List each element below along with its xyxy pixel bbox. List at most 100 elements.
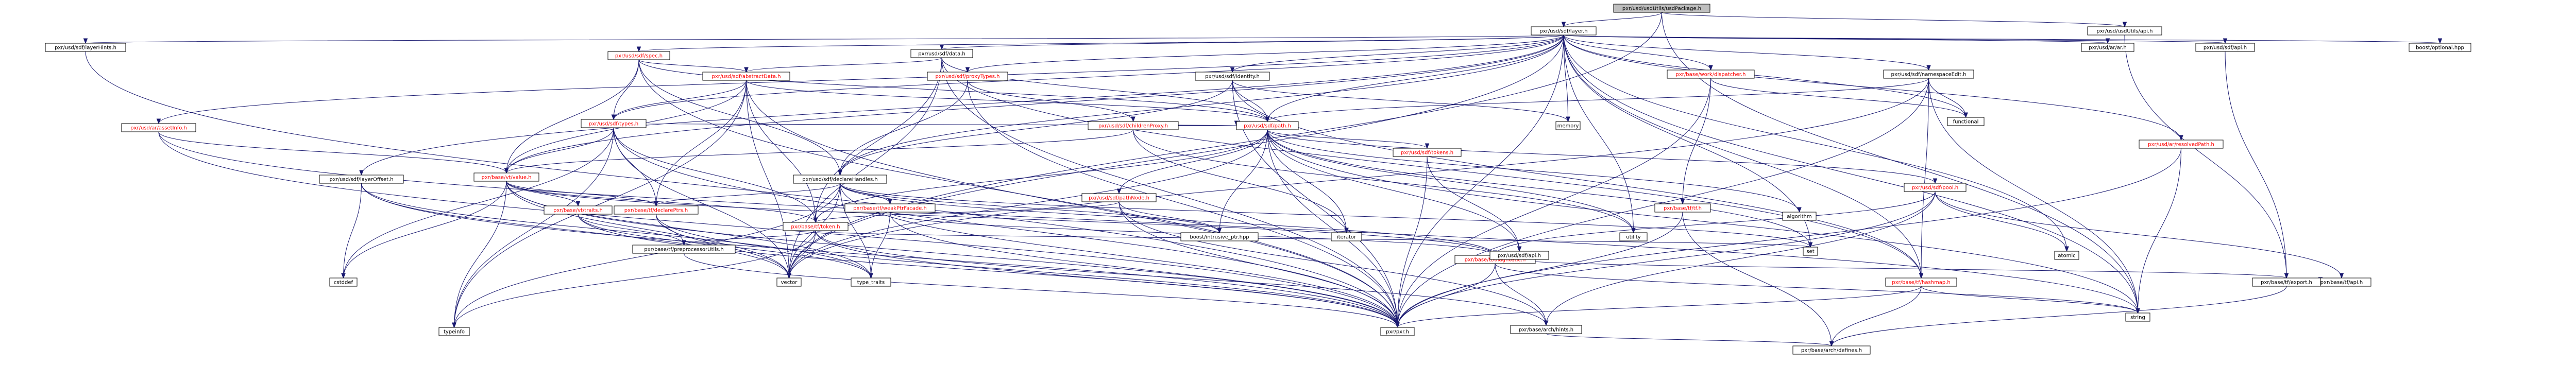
node-optional[interactable]: boost/optional.hpp [2409,43,2471,52]
node-box-tfToken [783,222,849,231]
edge-sdfPath-to-utility [1267,129,1634,233]
arrowhead-sdfPath-to-pool [1933,178,1938,184]
node-data[interactable]: pxr/usd/sdf/data.h [910,49,973,58]
node-abstractData[interactable]: pxr/usd/sdf/abstractData.h [702,72,790,81]
node-namespaceEdit[interactable]: pxr/usd/sdf/namespaceEdit.h [1883,69,1974,79]
node-pxr[interactable]: pxr/pxr.h [1380,327,1415,336]
arrowhead-weakPtrFacade-to-typeTraits [869,273,873,279]
edge-layer-to-resolvedPath [1563,34,2181,141]
node-sdfPath[interactable]: pxr/usd/sdf/path.h [1236,121,1299,130]
node-spec[interactable]: pxr/usd/sdf/spec.h [607,51,670,60]
node-box-cstddef [329,277,358,287]
node-traits[interactable]: pxr/base/vt/traits.h [544,205,613,215]
node-identity[interactable]: pxr/usd/sdf/identity.h [1195,72,1270,81]
node-ar[interactable]: pxr/usd/ar/ar.h [2081,43,2134,52]
edge-abstractData-to-vector [746,80,789,279]
edge-declareHandles-to-set [840,183,1811,248]
node-proxyTypes[interactable]: pxr/usd/sdf/proxyTypes.h [927,72,1008,81]
node-hints[interactable]: pxr/base/arch/hints.h [1510,325,1582,334]
node-layerHints[interactable]: pxr/usd/sdf/layerHints.h [45,43,126,52]
node-box-data [910,49,973,58]
node-box-algorithm [1782,212,1817,221]
edge-sdfPath-to-pool [1267,129,1936,184]
node-pathNode[interactable]: pxr/usd/sdf/pathNode.h [1081,193,1157,202]
node-set[interactable]: set [1803,247,1818,256]
edge-abstractData-to-tfToken [746,80,816,223]
edge-proxyTypes-to-childrenProxy [967,80,1133,122]
node-label-string: string [2130,315,2145,321]
edge-declareHandles-to-typeinfo [454,183,840,328]
arrowhead-sdfPath-to-algorithm [1797,207,1802,213]
node-cstddef[interactable]: cstddef [329,277,358,287]
edge-proxyTypes-to-declareHandles [840,80,968,176]
node-typeinfo[interactable]: typeinfo [438,327,470,336]
node-label-vtValue: pxr/base/vt/value.h [482,175,532,181]
node-declareHandles[interactable]: pxr/usd/sdf/declareHandles.h [793,175,887,184]
node-functional[interactable]: functional [1947,117,1985,126]
arrowhead-layer-to-layerHints [83,38,88,44]
arrowhead-tfToken-to-set [1808,242,1813,248]
edge-pathNode-to-pxr [1118,201,1398,328]
node-layer[interactable]: pxr/usd/sdf/layer.h [1531,26,1597,36]
node-weakPtrFacade[interactable]: pxr/base/tf/weakPtrFacade.h [844,203,936,213]
node-assetInfo[interactable]: pxr/usd/ar/assetInfo.h [121,123,196,132]
node-box-root [1613,4,1710,13]
node-label-root: pxr/usd/usdUtils/usdPackage.h [1622,6,1701,12]
node-typeTraits[interactable]: type_traits [851,277,891,287]
edge-data-to-abstractData [746,57,942,73]
edge-declareHandles-to-declarePtrs [656,183,840,206]
node-algorithm[interactable]: algorithm [1782,212,1817,221]
node-box-tfTf [1654,203,1711,213]
node-box-atomic [2054,251,2079,260]
node-dispatcher[interactable]: pxr/base/work/dispatcher.h [1667,69,1755,79]
node-label-layerOffset: pxr/usd/sdf/layerOffset.h [329,177,393,183]
node-sdfTypes[interactable]: pxr/usd/sdf/types.h [581,119,647,128]
edge-vtValue-to-declarePtrs [506,181,656,206]
edge-abstractData-to-sdfPath [746,80,1268,122]
node-atomic[interactable]: atomic [2054,251,2079,260]
edge-layer-to-declareHandles [840,34,1564,176]
node-box-utility [1619,232,1648,241]
node-vector[interactable]: vector [776,277,802,287]
node-vtValue[interactable]: pxr/base/vt/value.h [473,172,539,182]
edge-sdfApi-to-tfExport [2225,51,2287,279]
node-label-tfExport: pxr/base/tf/export.h [2261,280,2312,286]
node-box-ar [2081,43,2134,52]
arrowhead-tfToken-to-vector [787,273,791,279]
node-label-weakPtrFacade: pxr/base/tf/weakPtrFacade.h [853,206,927,212]
arrowhead-vtValue-to-cstddef [341,273,346,279]
node-string[interactable]: string [2125,312,2150,322]
node-sdfApi2[interactable]: pxr/usd/sdf/api.h [1489,251,1549,260]
node-preprocessor[interactable]: pxr/base/tf/preprocessorUtils.h [632,245,736,254]
node-resolvedPath[interactable]: pxr/usd/ar/resolvedPath.h [2139,140,2224,149]
node-tfTf[interactable]: pxr/base/tf/tf.h [1654,203,1711,213]
node-iterator[interactable]: iterator [1331,232,1362,241]
node-label-traits: pxr/base/vt/traits.h [553,208,603,214]
edge-layer-to-assetInfo [158,34,1564,124]
edge-data-to-vector [789,57,942,279]
node-tfApi[interactable]: pxr/base/tf/api.h [2312,277,2371,287]
node-hashmap[interactable]: pxr/base/tf/hashmap.h [1885,277,1957,287]
node-pool[interactable]: pxr/usd/sdf/pool.h [1904,183,1967,192]
node-box-abstractData [702,72,790,81]
node-tfToken[interactable]: pxr/base/tf/token.h [783,222,849,231]
node-sdfApi[interactable]: pxr/usd/sdf/api.h [2195,43,2255,52]
node-tokens[interactable]: pxr/usd/sdf/tokens.h [1393,148,1462,157]
node-intrusivePtr[interactable]: boost/intrusive_ptr.hpp [1180,232,1259,241]
node-memory[interactable]: memory [1555,121,1581,130]
node-tfExport[interactable]: pxr/base/tf/export.h [2252,277,2321,287]
node-utility[interactable]: utility [1619,232,1648,241]
node-label-diagnostic: pxr/base/tf/diagnostic.h [1465,257,1526,263]
edge-diagnostic-to-hints [1495,263,1547,326]
edge-pool-to-tfApi [1935,191,2342,279]
node-defines[interactable]: pxr/base/arch/defines.h [1792,345,1871,355]
node-childrenProxy[interactable]: pxr/usd/sdf/childrenProxy.h [1088,121,1179,130]
edge-namespaceEdit-to-vector [789,78,1929,279]
node-label-tfToken: pxr/base/tf/token.h [791,224,840,230]
arrowhead-vtValue-to-traits [575,201,581,207]
node-declarePtrs[interactable]: pxr/base/tf/declarePtrs.h [614,205,699,215]
node-api[interactable]: pxr/usd/usdUtils/api.h [2087,26,2162,36]
node-layerOffset[interactable]: pxr/usd/sdf/layerOffset.h [319,175,404,184]
node-root: pxr/usd/usdUtils/usdPackage.h [1613,4,1710,13]
arrowhead-tfToken-to-typeinfo [452,322,456,328]
